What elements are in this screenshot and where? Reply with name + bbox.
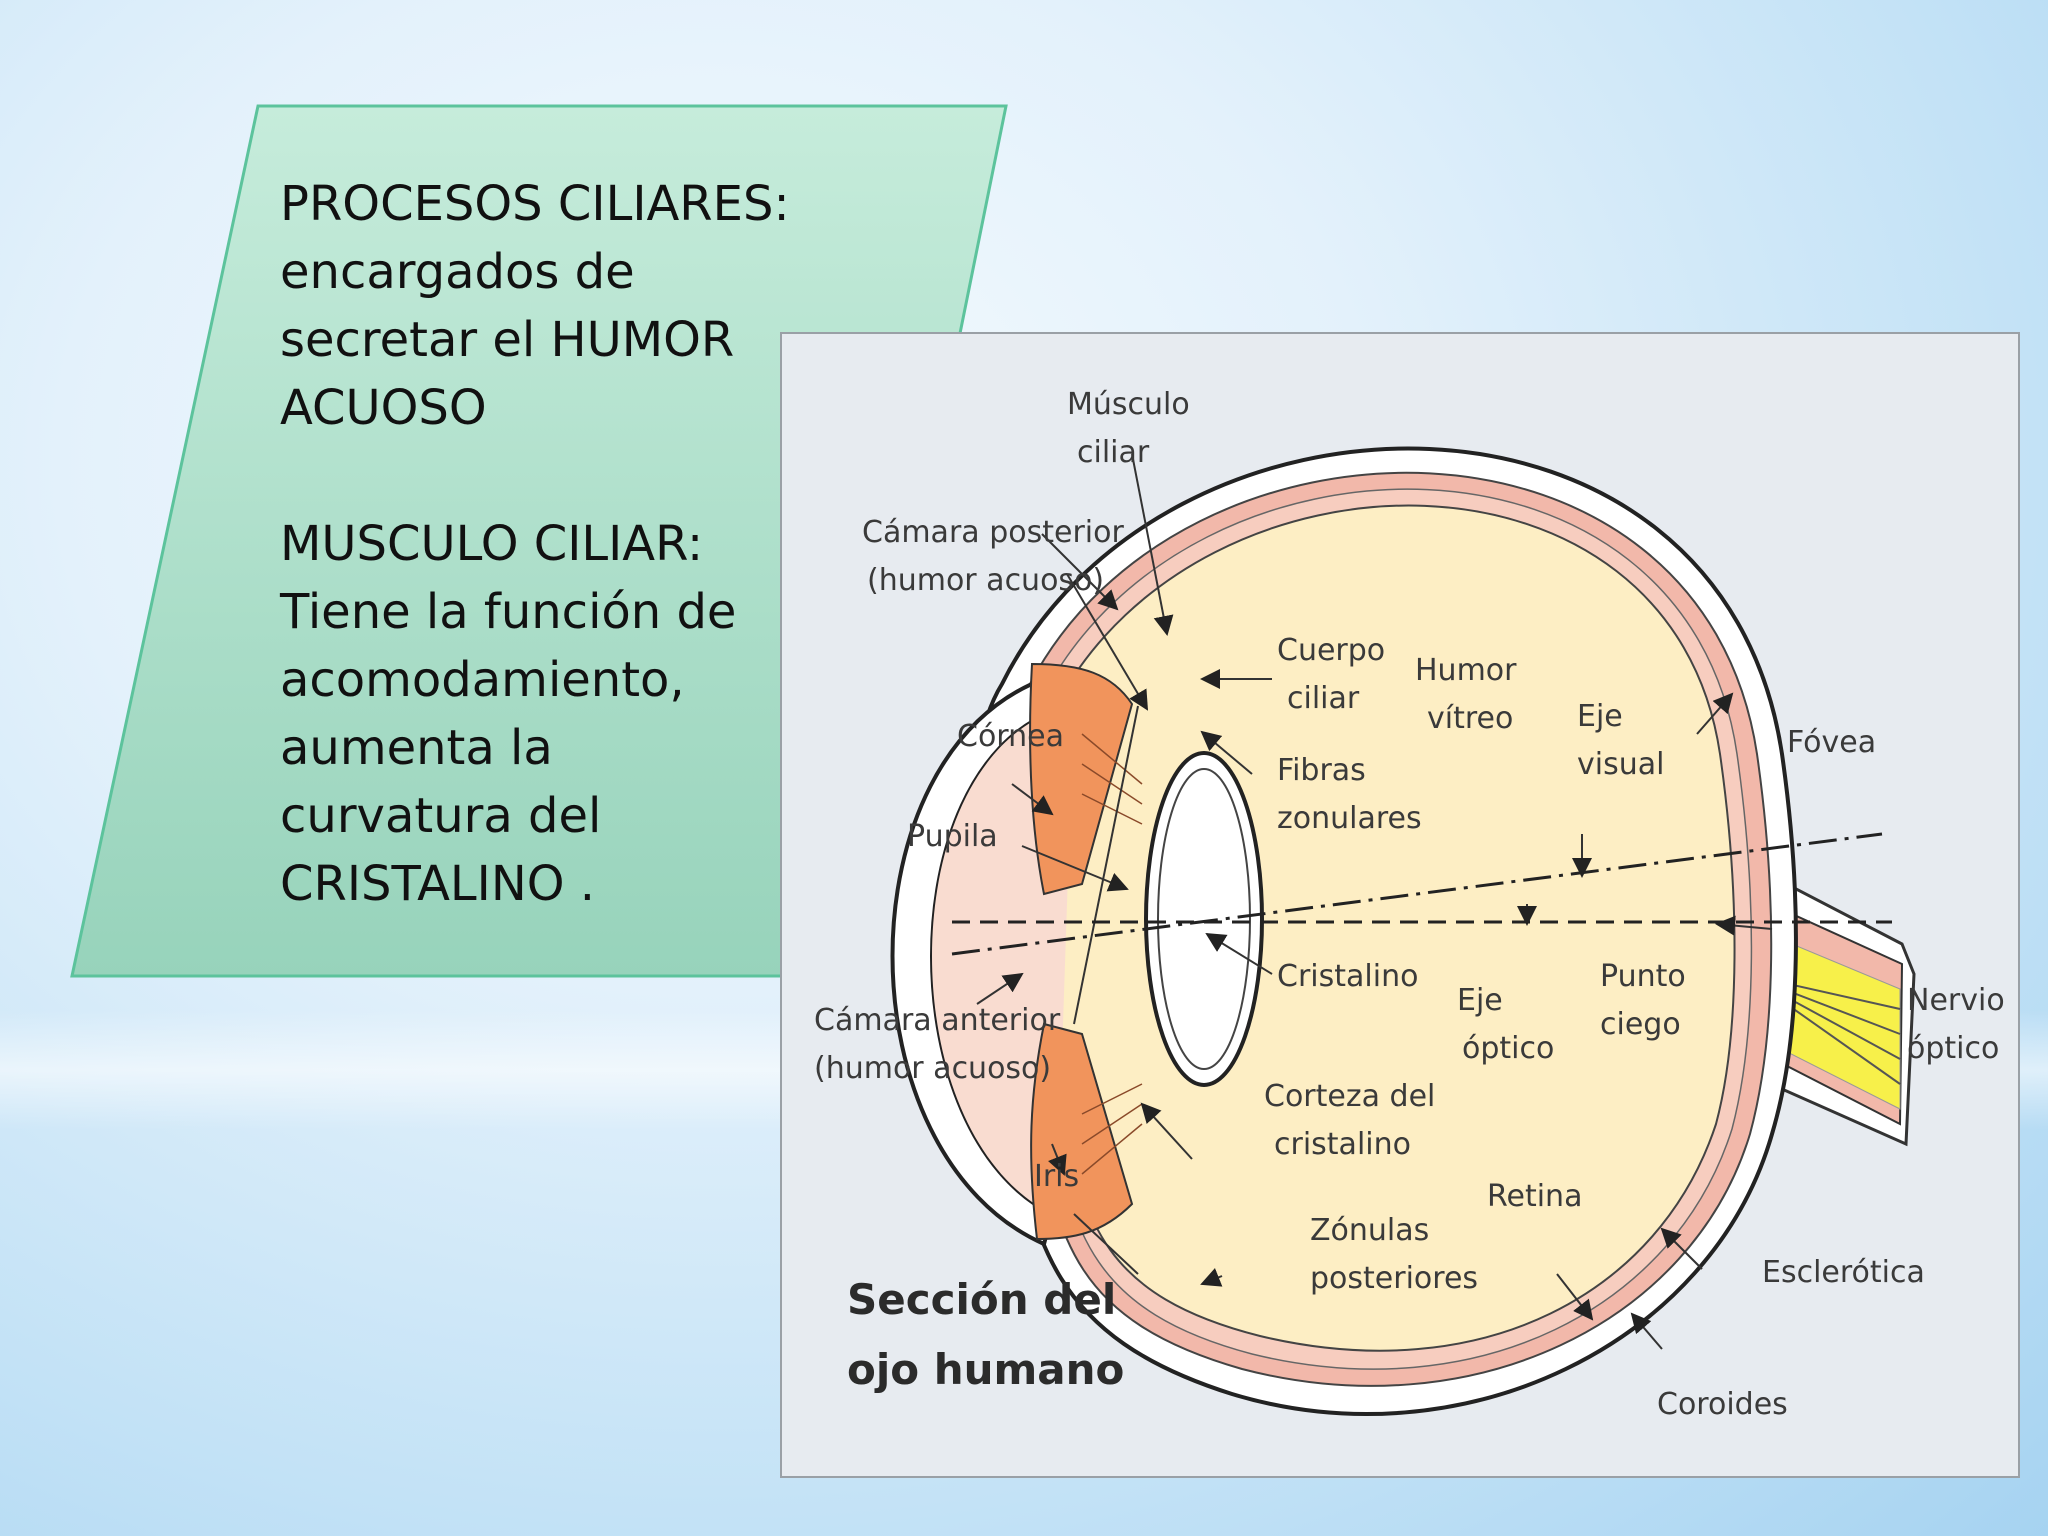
panel-text-line: aumenta la [280, 720, 553, 776]
zonular-fibers [1081, 733, 1143, 1175]
panel-text-line: CRISTALINO . [280, 856, 596, 912]
text-panel: PROCESOS CILIARES: encargados de secretar … [60, 100, 1020, 990]
iris-lower [1030, 1022, 1134, 1241]
panel-text: PROCESOS CILIARES: encargados de secretar … [280, 170, 840, 918]
panel-text-line: encargados de [280, 244, 635, 300]
vitreous-body [1056, 504, 1736, 1352]
leader-lines [976, 453, 1773, 1350]
label-pupila: Pupila [907, 819, 998, 854]
panel-text-line: ACUOSO [280, 380, 487, 436]
visual-axis [951, 832, 1883, 956]
label-cristalino: Cristalino [1277, 959, 1418, 994]
label-iris: Iris [1034, 1159, 1079, 1194]
panel-spacer [280, 442, 840, 510]
label-camara-posterior: Cámara posterior(humor acuoso) [862, 515, 1124, 598]
panel-text-line: secretar el HUMOR [280, 312, 735, 368]
panel-text-line: PROCESOS CILIARES: [280, 176, 790, 232]
panel-text-line: Tiene la función de [280, 584, 737, 640]
ciliary-boundary-lower [1073, 1213, 1139, 1275]
label-retina: Retina [1487, 1179, 1582, 1214]
panel-text-line: curvatura del [280, 788, 602, 844]
label-fovea: Fóvea [1787, 725, 1876, 760]
label-esclerotica: Esclerótica [1762, 1255, 1925, 1290]
label-coroides: Coroides [1657, 1387, 1788, 1422]
iris-upper [1029, 662, 1134, 896]
label-camara-anterior: Cámara anterior(humor acuoso) [814, 1003, 1061, 1086]
label-cornea: Córnea [957, 719, 1064, 754]
panel-text-line: MUSCULO CILIAR: [280, 516, 704, 572]
panel-text-line: acomodamiento, [280, 652, 685, 708]
lens [1157, 768, 1251, 1070]
ciliary-boundary-upper [1073, 705, 1139, 1025]
